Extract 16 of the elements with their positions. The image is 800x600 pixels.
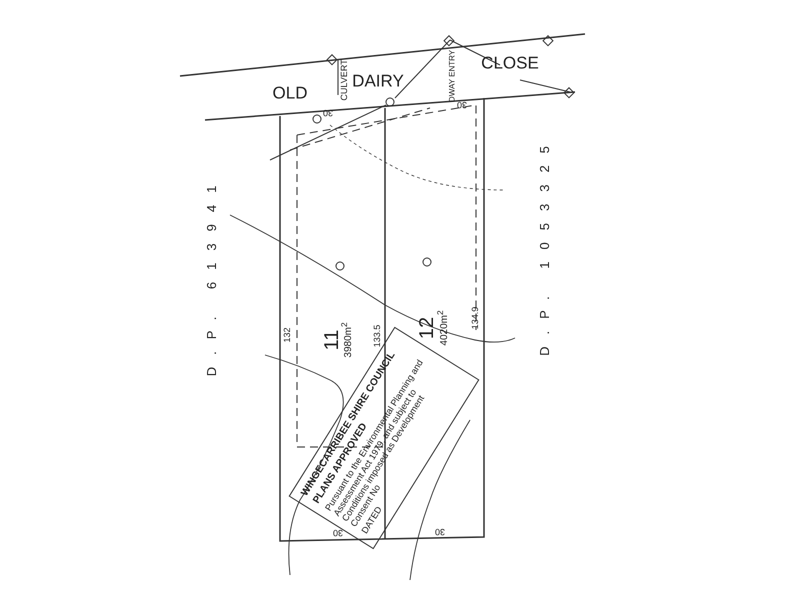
road-name: OLD (272, 84, 308, 104)
dimension-label: 133.5 (373, 324, 383, 348)
road-name: CLOSE (481, 54, 539, 74)
lot-number: 12 (416, 316, 438, 340)
dimension-label: 134.9 (471, 306, 481, 330)
dimension-label: 30 (457, 99, 467, 109)
dimension-label: 30 (435, 526, 445, 536)
road-name: DAIRY (352, 72, 404, 92)
dimension-label: 30 (333, 527, 343, 537)
lot-number: 11 (321, 330, 343, 350)
dimension-label: 30 (323, 107, 333, 117)
dimension-label: 132 (283, 327, 293, 343)
feature-label: CULVERT (340, 59, 350, 101)
plan-reference: D.P. 1053325 (538, 134, 552, 356)
feature-label: DWAY ENTRY (448, 50, 457, 102)
plan-reference: D.P. 613941 (204, 174, 220, 376)
